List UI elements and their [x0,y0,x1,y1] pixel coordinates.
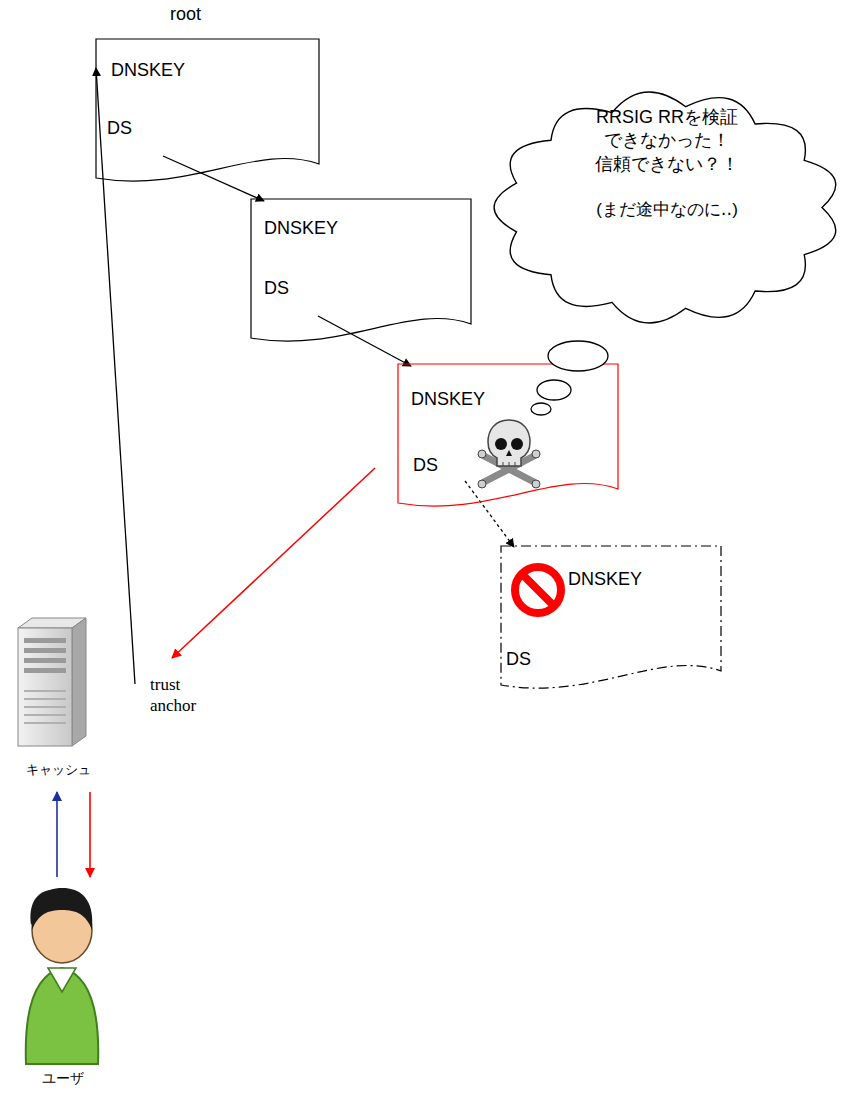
arrow-connector [96,68,135,684]
node-text: DS [107,118,132,140]
zone-document: DNSKEY DS [250,198,472,348]
annotation-label: trust anchor [150,674,220,717]
outline-path [96,39,319,181]
outline-path [398,364,618,506]
node-text: DS [264,278,289,300]
server-icon [18,618,86,746]
prohibition-sign [515,567,561,613]
node-text: DNSKEY [411,389,485,411]
node-text: DNSKEY [568,569,642,591]
arrow-connector [172,468,375,658]
thought-bubbles [531,341,608,415]
arrow-connector [465,481,514,547]
node-text: ユーザ [42,1070,84,1087]
skull-icon [478,420,540,488]
node-text: DS [506,649,531,671]
arrow-connector [56,792,58,877]
outline-path [501,546,721,688]
outline-path [251,199,471,341]
zone-document: rootDNSKEYDS [95,38,320,188]
node-text: 信頼できない？！ [478,154,856,176]
node-text: RRSIG RRを検証 できなかった！ [592,106,742,151]
node-text: DNSKEY [264,218,338,240]
user-icon [26,888,98,1064]
node-text: DS [413,455,438,477]
node-text: DNSKEY [111,60,185,82]
arrow-connector [89,792,91,877]
thought-cloud: RRSIG RRを検証 できなかった！ 信頼できない？！ (まだ途中なのに‥) [478,80,856,335]
node-text: キャッシュ [26,762,91,778]
zone-name: root [170,4,201,26]
node-text: (まだ途中なのに‥) [478,200,856,220]
